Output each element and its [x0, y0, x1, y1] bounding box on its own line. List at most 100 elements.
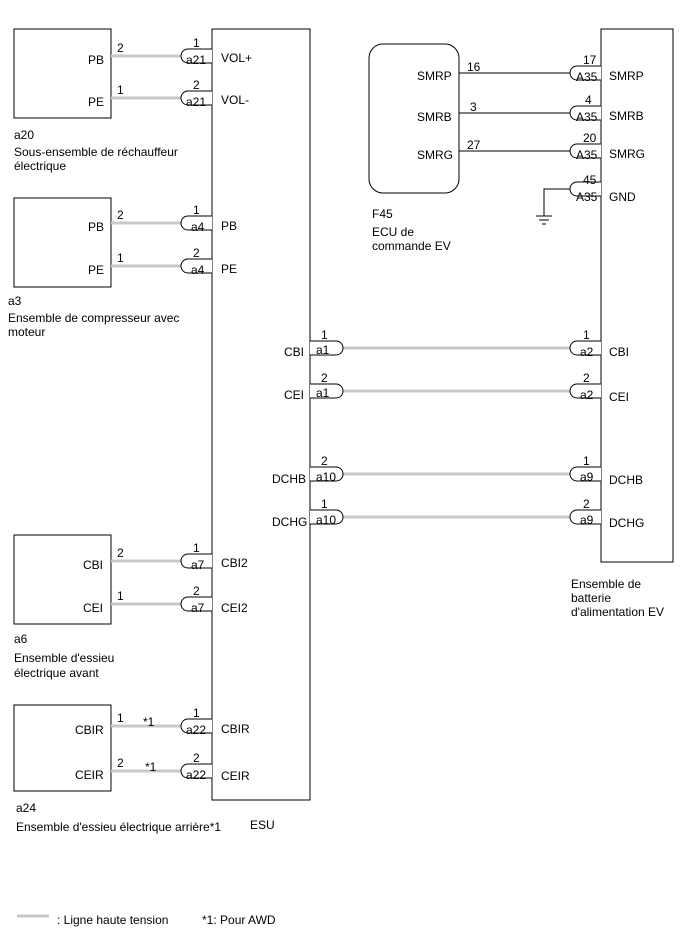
svg-text:1: 1: [193, 203, 200, 217]
svg-text:CBI: CBI: [609, 345, 629, 359]
svg-text:1: 1: [321, 328, 328, 342]
svg-text:a4: a4: [191, 220, 205, 234]
svg-text:2: 2: [583, 371, 590, 385]
connector-a4-pin1: 1 a4 PB: [180, 203, 237, 234]
svg-text:a1: a1: [316, 386, 330, 400]
a24-id: a24: [16, 801, 36, 815]
svg-text:4: 4: [585, 93, 592, 107]
svg-text:1: 1: [583, 328, 590, 342]
a3-pe-src-pin: 1: [117, 251, 124, 265]
svg-text:1: 1: [321, 497, 328, 511]
svg-text:a22: a22: [186, 723, 206, 737]
svg-text:SMRP: SMRP: [609, 69, 644, 83]
svg-text:GND: GND: [609, 190, 636, 204]
svg-text:DCHB: DCHB: [272, 472, 306, 486]
svg-text:A35: A35: [576, 190, 598, 204]
a3-name-line2: moteur: [8, 325, 45, 339]
a3-id: a3: [8, 294, 22, 308]
f45-name-line2: commande EV: [372, 239, 451, 253]
svg-text:A35: A35: [576, 148, 598, 162]
connector-a7-pin1: 1 a7 CBI2: [180, 541, 248, 572]
ground-icon: [536, 188, 577, 225]
component-a24-box: [13, 704, 112, 792]
connector-a2-pin1: 1 a2 CBI: [569, 328, 629, 359]
svg-text:CEI: CEI: [284, 388, 304, 402]
f45-pin-smrg-label: SMRG: [417, 148, 453, 162]
a24-cbir-src-pin: 1: [117, 711, 124, 725]
svg-text:a9: a9: [580, 470, 594, 484]
legend-note-text: *1: Pour AWD: [202, 913, 276, 927]
svg-text:2: 2: [193, 584, 200, 598]
connector-a22-pin2: 2 a22 CEIR: [180, 751, 250, 783]
smrp-src-pin: 16: [467, 60, 481, 74]
connector-a2-pin2: 2 a2 CEI: [569, 371, 629, 404]
connector-a9-pin1: 1 a9 DCHB: [569, 454, 643, 487]
svg-text:CEI2: CEI2: [221, 601, 248, 615]
a20-pin-pb-label: PB: [88, 53, 104, 67]
svg-text:1: 1: [193, 541, 200, 555]
connector-a35-pin45: 45 A35 GND: [569, 173, 636, 204]
a20-pb-src-pin: 2: [117, 41, 124, 55]
a6-cei-src-pin: 1: [117, 589, 124, 603]
connector-a9-pin2: 2 a9 DCHG: [569, 497, 644, 530]
battery-name-line2: batterie: [571, 591, 611, 605]
svg-text:2: 2: [193, 751, 200, 765]
a6-cbi-src-pin: 2: [117, 546, 124, 560]
svg-text:2: 2: [583, 497, 590, 511]
component-a6-box: [13, 534, 112, 625]
svg-text:1: 1: [583, 454, 590, 468]
svg-text:VOL-: VOL-: [221, 93, 249, 107]
svg-text:DCHB: DCHB: [609, 473, 643, 487]
a3-pin-pe-label: PE: [88, 263, 104, 277]
connector-a1-pin2: 2 a1 CEI: [284, 371, 344, 402]
a24-name-line1: Ensemble d'essieu électrique arrière*1: [16, 820, 221, 834]
a24-pin-ceir-label: CEIR: [75, 768, 104, 782]
connector-a4-pin2: 2 a4 PE: [180, 246, 237, 277]
connector-a7-pin2: 2 a7 CEI2: [180, 584, 248, 615]
f45-pin-smrp-label: SMRP: [417, 69, 452, 83]
component-a20-box: [13, 28, 112, 119]
svg-text:a7: a7: [191, 601, 205, 615]
legend-hv-line-text: : Ligne haute tension: [57, 913, 168, 927]
connector-a35-pin4: 4 A35 SMRB: [569, 93, 644, 124]
svg-text:CEIR: CEIR: [221, 769, 250, 783]
esu-name: ESU: [250, 818, 275, 832]
svg-text:SMRG: SMRG: [609, 147, 645, 161]
svg-text:2: 2: [193, 246, 200, 260]
svg-text:a10: a10: [316, 470, 336, 484]
a20-pe-src-pin: 1: [117, 83, 124, 97]
svg-text:2: 2: [321, 454, 328, 468]
svg-text:a2: a2: [580, 388, 594, 402]
svg-text:PE: PE: [221, 262, 237, 276]
a24-pin-cbir-label: CBIR: [75, 723, 104, 737]
connector-a1-pin1: 1 a1 CBI: [284, 328, 344, 359]
a6-name-line2: électrique avant: [14, 666, 99, 680]
svg-text:DCHG: DCHG: [272, 515, 307, 529]
a20-name-line1: Sous-ensemble de réchauffeur: [14, 145, 178, 159]
svg-text:1: 1: [193, 706, 200, 720]
ev-battery-box: [600, 28, 674, 563]
svg-text:20: 20: [583, 131, 597, 145]
a24-ceir-note: *1: [145, 760, 157, 774]
svg-text:a21: a21: [186, 53, 206, 67]
connector-a21-pin1: 1 a21 VOL+: [180, 36, 252, 67]
a20-pin-pe-label: PE: [88, 95, 104, 109]
connector-a35-pin17: 17 A35 SMRP: [569, 53, 644, 84]
svg-text:45: 45: [583, 173, 597, 187]
a3-name-line1: Ensemble de compresseur avec: [8, 311, 179, 325]
a6-name-line1: Ensemble d'essieu: [14, 651, 114, 665]
connector-a35-pin20: 20 A35 SMRG: [569, 131, 645, 162]
f45-name-line1: ECU de: [372, 225, 414, 239]
connector-a21-pin2: 2 a21 VOL-: [180, 78, 249, 109]
svg-text:VOL+: VOL+: [221, 51, 252, 65]
svg-text:a7: a7: [191, 558, 205, 572]
svg-text:DCHG: DCHG: [609, 516, 644, 530]
svg-text:a9: a9: [580, 513, 594, 527]
battery-name-line1: Ensemble de: [571, 577, 641, 591]
smrg-src-pin: 27: [467, 138, 481, 152]
svg-text:2: 2: [321, 371, 328, 385]
svg-text:a22: a22: [186, 768, 206, 782]
smrb-src-pin: 3: [470, 100, 477, 114]
connector-a10-pin1: 1 a10 DCHG: [272, 497, 344, 529]
f45-id: F45: [372, 207, 393, 221]
